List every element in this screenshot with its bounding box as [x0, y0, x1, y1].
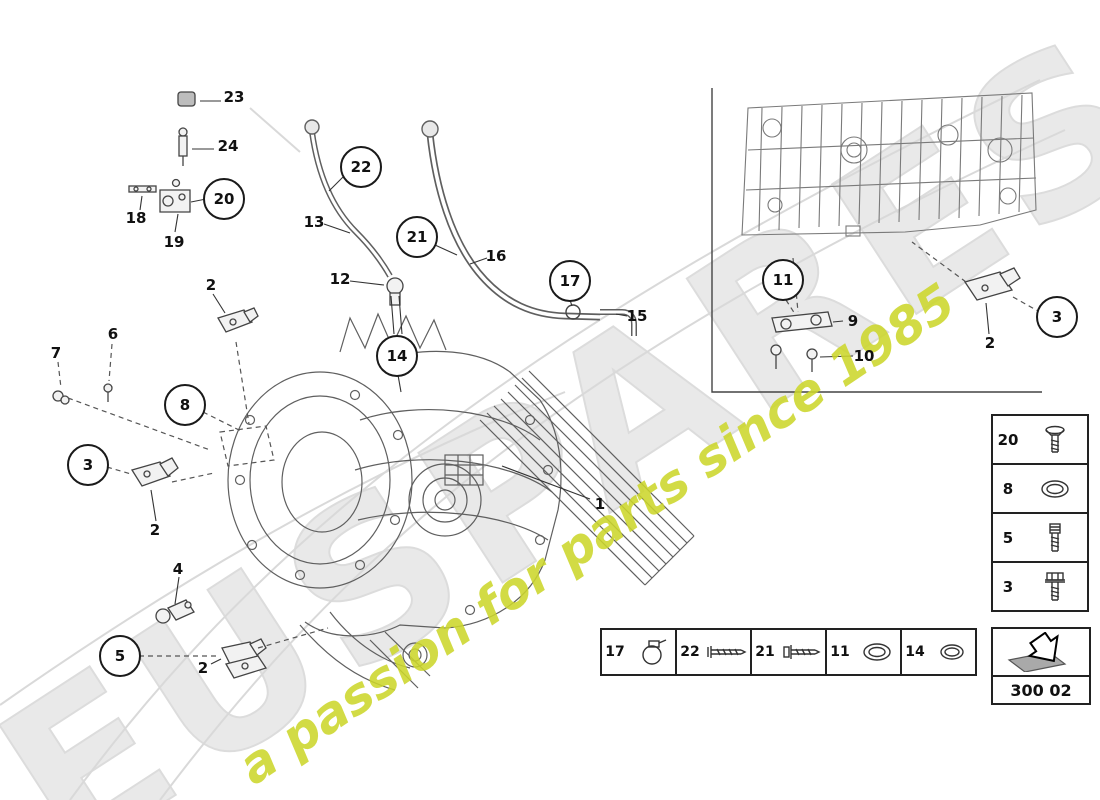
legend-row-5: 5	[993, 514, 1087, 563]
part-code: 300 02	[1010, 680, 1072, 700]
hose-clamp-icon	[628, 635, 675, 669]
dashed-leader-lines	[57, 241, 1039, 657]
legend-cell-17: 17	[602, 630, 677, 674]
leader-lines	[139, 100, 990, 665]
part-label-1: 1	[594, 495, 606, 513]
part-label-10: 10	[853, 347, 875, 365]
legend-cell-11: 11	[827, 630, 902, 674]
hex-bolt-icon	[1023, 568, 1087, 606]
legend-row-20: 20	[993, 416, 1087, 465]
callout-3-inset[interactable]: 3	[1036, 296, 1078, 338]
legend-row-3: 3	[993, 563, 1087, 610]
legend-num: 17	[605, 644, 625, 660]
callout-3[interactable]: 3	[67, 444, 109, 486]
diagram-code-box: 300 02	[991, 627, 1091, 705]
legend-num: 20	[997, 430, 1019, 449]
part-label-2-bottom: 2	[197, 659, 209, 677]
callout-17[interactable]: 17	[549, 260, 591, 302]
legend-cell-14: 14	[902, 630, 975, 674]
o-ring-icon	[853, 638, 900, 666]
legend-num: 8	[1002, 479, 1014, 498]
part-label-2-mid: 2	[149, 521, 161, 539]
o-ring-icon	[928, 638, 975, 666]
socket-screw-icon	[1023, 519, 1087, 557]
direction-arrow-icon	[993, 629, 1089, 677]
o-ring-icon	[1023, 474, 1087, 504]
part-label-19: 19	[163, 233, 185, 251]
callout-5[interactable]: 5	[99, 635, 141, 677]
part-label-6: 6	[107, 325, 119, 343]
legend-cell-22: 22	[677, 630, 752, 674]
part-label-7: 7	[50, 344, 62, 362]
callout-21[interactable]: 21	[396, 216, 438, 258]
legend-num: 22	[680, 644, 700, 660]
part-label-24: 24	[217, 137, 239, 155]
part-label-9: 9	[847, 312, 859, 330]
callout-14[interactable]: 14	[376, 335, 418, 377]
breather-tubes	[304, 119, 637, 336]
legend-num: 5	[1002, 528, 1014, 547]
inset-transmission-drawing	[741, 92, 1037, 237]
part-label-13: 13	[303, 213, 325, 231]
legend-num: 21	[755, 644, 775, 660]
legend-num: 3	[1002, 577, 1014, 596]
callout-22[interactable]: 22	[340, 146, 382, 188]
fastener-legend: 20 8 5	[991, 414, 1089, 612]
part-label-23: 23	[223, 88, 245, 106]
long-screw-icon	[703, 640, 750, 664]
callout-11[interactable]: 11	[762, 259, 804, 301]
part-label-16: 16	[485, 247, 507, 265]
part-label-18: 18	[125, 209, 147, 227]
part-label-2-top: 2	[205, 276, 217, 294]
part-label-4: 4	[172, 560, 184, 578]
hardware-legend: 17 22 21	[600, 628, 977, 676]
legend-num: 14	[905, 644, 925, 660]
legend-row-8: 8	[993, 465, 1087, 514]
part-label-2-inset: 2	[984, 334, 996, 352]
part-label-15: 15	[626, 307, 648, 325]
inset-frame	[711, 88, 1042, 393]
small-parts	[52, 91, 1021, 679]
part-label-12: 12	[329, 270, 351, 288]
legend-cell-21: 21	[752, 630, 827, 674]
flat-head-screw-icon	[1023, 421, 1087, 459]
callout-8[interactable]: 8	[164, 384, 206, 426]
screw-icon	[778, 640, 825, 664]
background-swoosh	[0, 79, 1066, 800]
callout-20[interactable]: 20	[203, 178, 245, 220]
legend-num: 11	[830, 644, 850, 660]
